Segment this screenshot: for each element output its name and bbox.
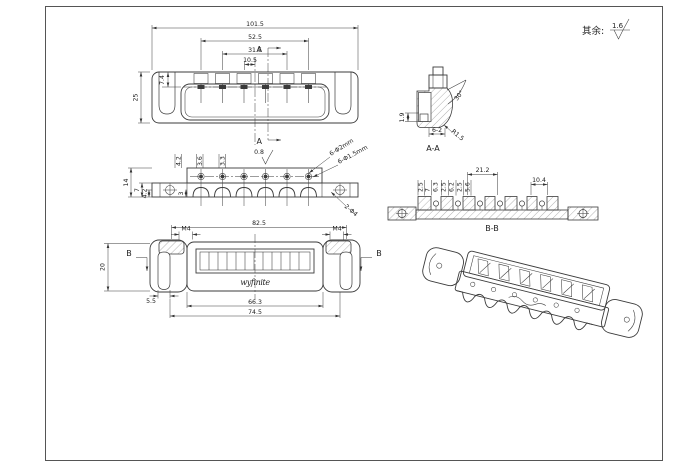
dim-slot-4-2: 4.2 bbox=[176, 156, 183, 166]
dim-front-4-2: 4.2 bbox=[142, 189, 149, 199]
dim-slot-3-6: 3.6 bbox=[197, 156, 204, 166]
bottom-view: wyfinite 82.5 M4 M4 B B 20 5.5 66.3 74.5 bbox=[100, 220, 382, 318]
dim-overall-width: 101.5 bbox=[246, 21, 264, 28]
dim-bb-chain-7: 5.6 bbox=[465, 182, 472, 192]
surface-note-label: 其余: bbox=[582, 25, 604, 37]
dim-body-depth: 25 bbox=[133, 94, 140, 102]
section-aa-label: A-A bbox=[426, 144, 440, 153]
roughness-check-icon bbox=[261, 149, 274, 165]
callout-bottom-holes: 2-Φ4 bbox=[343, 203, 359, 218]
brand-logo-script: wyfinite bbox=[240, 278, 270, 287]
thread-callout-left: M4 bbox=[181, 226, 190, 233]
dim-aa-angle: 30° bbox=[452, 89, 465, 103]
front-roughness-value: 0.8 bbox=[254, 149, 264, 156]
roughness-symbol-icon bbox=[613, 18, 630, 40]
dim-bb-chain-5: 6.2 bbox=[449, 182, 456, 192]
dim-inner-width: 66.3 bbox=[248, 299, 262, 306]
dim-front-height: 14 bbox=[123, 179, 130, 187]
dim-slot-depth: 7.4 bbox=[159, 75, 166, 85]
dim-bottom-height: 20 bbox=[100, 263, 107, 271]
iso-right-ear bbox=[601, 299, 643, 338]
dim-hole-pitch: 10.5 bbox=[243, 57, 257, 64]
dim-bb-chain-1: 2.5 bbox=[418, 182, 425, 192]
isometric-view bbox=[422, 247, 643, 338]
dim-aa-1-9: 1.9 bbox=[399, 113, 406, 123]
iso-logo-squiggle bbox=[508, 296, 546, 306]
sheet-border bbox=[45, 6, 663, 461]
section-a-label-bottom: A bbox=[257, 137, 263, 146]
dim-bb-10-4: 10.4 bbox=[532, 177, 546, 184]
section-bb-view: 21.2 2.5 7 6.3 2.5 6.2 2.5 5.6 10.4 B-B bbox=[387, 167, 599, 233]
dim-bb-chain-6: 2.5 bbox=[457, 182, 464, 192]
left-hook-slot bbox=[158, 72, 176, 115]
section-aa-view: 30° R1.5 1.9 6-2 A-A bbox=[399, 66, 467, 153]
dim-bb-span: 21.2 bbox=[476, 167, 490, 174]
dim-outer-hole-span: 52.5 bbox=[248, 34, 262, 41]
iso-front-face bbox=[454, 270, 610, 328]
dim-slot-width: 5.5 bbox=[146, 298, 156, 305]
dim-stud-span: 82.5 bbox=[252, 220, 266, 227]
dim-aa-6-2: 6-2 bbox=[432, 127, 442, 134]
section-bb-label: B-B bbox=[485, 224, 499, 233]
dim-aa-radius: R1.5 bbox=[450, 128, 465, 142]
dim-bb-chain-4: 2.5 bbox=[441, 182, 448, 192]
front-view: 14 7 4.2 3 4.2 3.6 3.3 0.8 6-Φ2mm 6-Φ1.5… bbox=[123, 137, 369, 218]
right-hook-slot bbox=[334, 72, 352, 115]
iso-scalloped-edge bbox=[456, 290, 593, 331]
section-b-label-right: B bbox=[376, 249, 382, 258]
thread-callout-right: M4 bbox=[332, 226, 341, 233]
surface-finish-note: 其余: 1.6 bbox=[582, 18, 630, 40]
dim-mid-hole-span: 31.5 bbox=[248, 47, 262, 54]
dim-outer-width: 74.5 bbox=[248, 309, 262, 316]
surface-roughness-value: 1.6 bbox=[612, 22, 624, 30]
iso-left-ear bbox=[422, 247, 465, 287]
front-view-raised-section bbox=[186, 167, 323, 184]
iso-housing bbox=[462, 250, 611, 311]
dim-slot-3-3: 3.3 bbox=[220, 156, 227, 166]
section-b-label-left: B bbox=[126, 249, 132, 258]
dim-bb-chain-3: 6.3 bbox=[433, 182, 440, 192]
dim-front-7: 7 bbox=[134, 188, 141, 192]
dim-front-3: 3 bbox=[178, 191, 185, 195]
section-a-label-top: A bbox=[257, 45, 263, 54]
section-bb-plate bbox=[415, 209, 569, 220]
dim-bb-chain-2: 7 bbox=[425, 188, 432, 192]
top-view: 101.5 52.5 31.5 10.5 25 7.4 A A bbox=[133, 21, 359, 146]
